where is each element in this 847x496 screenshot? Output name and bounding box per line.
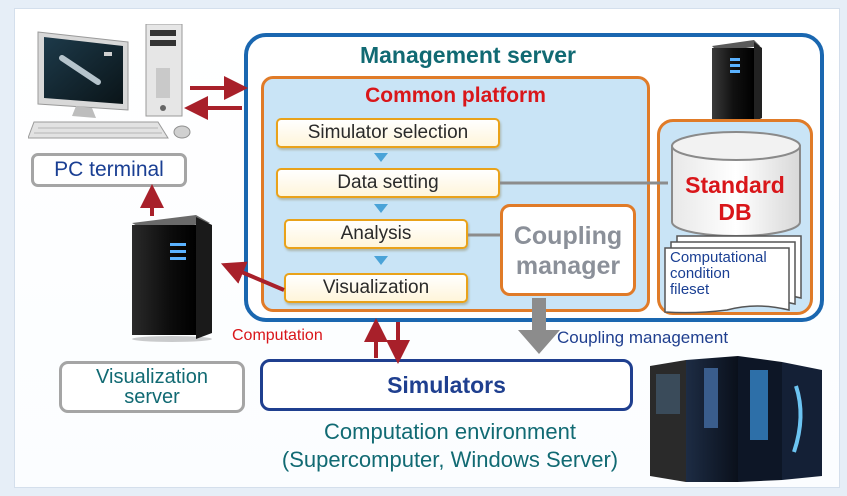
pc-terminal-label: PC terminal — [31, 153, 187, 187]
simulators-box: Simulators — [260, 359, 633, 411]
server-tower-icon — [710, 40, 762, 124]
standard-db-line2: DB — [718, 199, 752, 225]
fileset-label: Computational condition fileset — [670, 250, 790, 298]
coupling-manager-line2: manager — [515, 252, 621, 280]
database-cylinder-icon — [671, 131, 801, 237]
step-analysis: Analysis — [284, 219, 468, 249]
supercomputer-icon — [650, 356, 822, 482]
fileset-line2: condition — [670, 265, 731, 282]
common-platform-title: Common platform — [365, 84, 546, 107]
step-arrow-3 — [374, 256, 388, 265]
standard-db-label: Standard DB — [667, 172, 803, 226]
visualization-server-icon — [132, 215, 212, 342]
visualization-server-label: Visualization server — [59, 361, 245, 413]
standard-db-line1: Standard — [685, 172, 785, 198]
step-arrow-2 — [374, 204, 388, 213]
step-visualization: Visualization — [284, 273, 468, 303]
computation-label: Computation — [232, 327, 323, 344]
visualization-server-line1: Visualization — [96, 366, 208, 388]
computation-environment-line1: Computation environment — [324, 419, 576, 444]
fileset-line1: Computational — [670, 249, 767, 266]
step-arrow-1 — [374, 153, 388, 162]
fileset-line3: fileset — [670, 281, 710, 298]
coupling-management-label: Coupling management — [557, 328, 729, 347]
document-stack-icon — [664, 235, 802, 314]
computation-environment-label: Computation environment (Supercomputer, … — [230, 418, 670, 474]
pc-terminal-icon — [28, 24, 191, 139]
coupling-manager-line1: Coupling — [513, 222, 623, 250]
management-server-title: Management server — [359, 42, 577, 68]
coupling-management-arrow — [518, 298, 560, 354]
computation-environment-line2: (Supercomputer, Windows Server) — [281, 447, 619, 472]
step-simulator-selection: Simulator selection — [276, 118, 500, 148]
visualization-to-vis-server-arrow — [220, 261, 285, 292]
visualization-server-line2: server — [124, 386, 180, 408]
step-data-setting: Data setting — [276, 168, 500, 198]
coupling-manager-box: Coupling manager — [500, 204, 636, 296]
